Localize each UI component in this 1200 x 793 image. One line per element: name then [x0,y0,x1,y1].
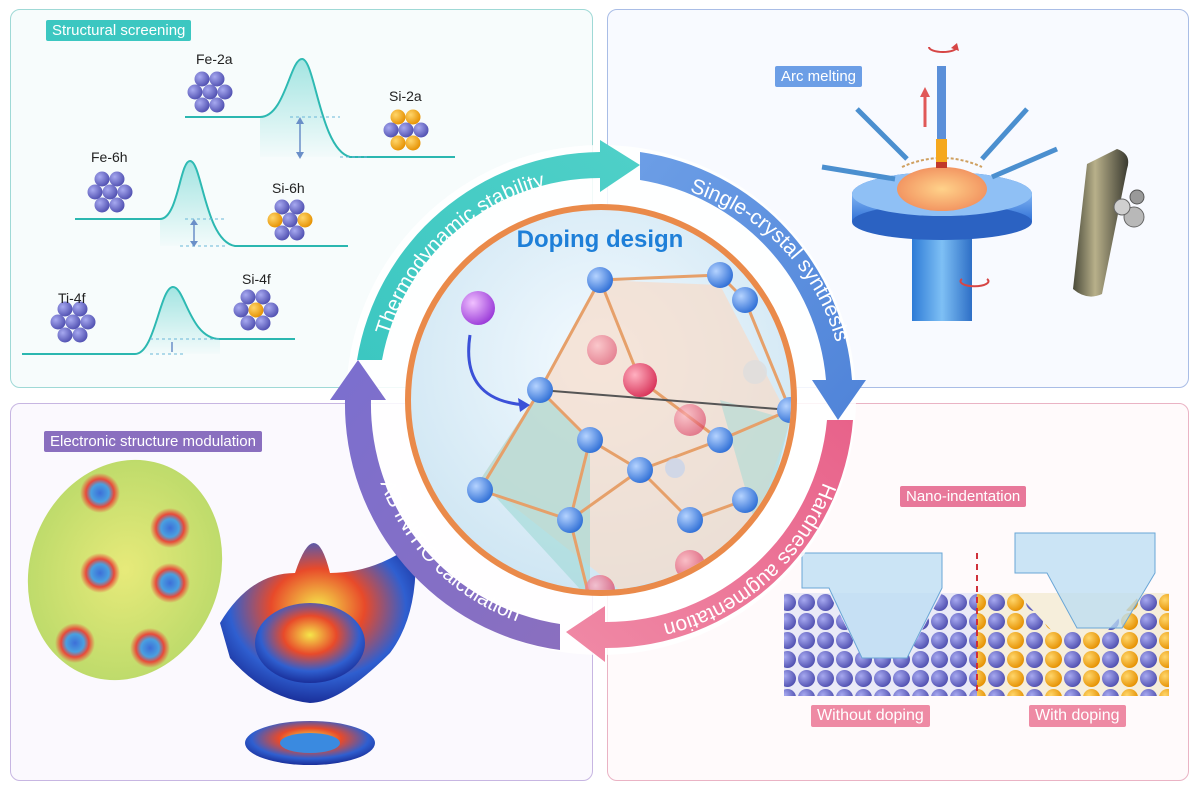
without-doping-tag: Without doping [811,705,930,727]
fe-2a-label: Fe-2a [196,51,233,67]
si-6h-label: Si-6h [272,180,305,196]
electronic-structure-illustration [27,459,416,765]
si-4f-cluster [233,289,279,331]
fe-6h-label: Fe-6h [91,149,128,165]
with-doping-tag: With doping [1029,705,1126,727]
si-4f-label: Si-4f [242,271,271,287]
structural-screening-tag: Structural screening [46,20,192,41]
doping-design-title: Doping design [516,226,684,253]
ti-4f-cluster [50,301,96,343]
ti-4f-label: Ti-4f [58,290,86,306]
single-crystal-synthesis-label: Single-crystal synthesis [688,174,854,344]
svg-text:Hardness augmentation: Hardness augmentation [661,480,840,641]
arc-melting-tag: Arc melting [775,66,863,87]
hardness-augmentation-label: Hardness augmentation [661,480,840,641]
fe-2a-cluster [187,71,233,113]
arc-melting-illustration [821,43,1145,321]
fe-6h-cluster [87,171,133,213]
svg-text:Single-crystal synthesis: Single-crystal synthesis [688,174,854,344]
si-2a-label: Si-2a [389,88,422,104]
energy-profiles [22,57,455,355]
si-6h-cluster [267,199,313,241]
electronic-structure-tag: Electronic structure modulation [44,431,262,452]
nano-indentation-tag: Nano-indentation [900,486,1027,507]
